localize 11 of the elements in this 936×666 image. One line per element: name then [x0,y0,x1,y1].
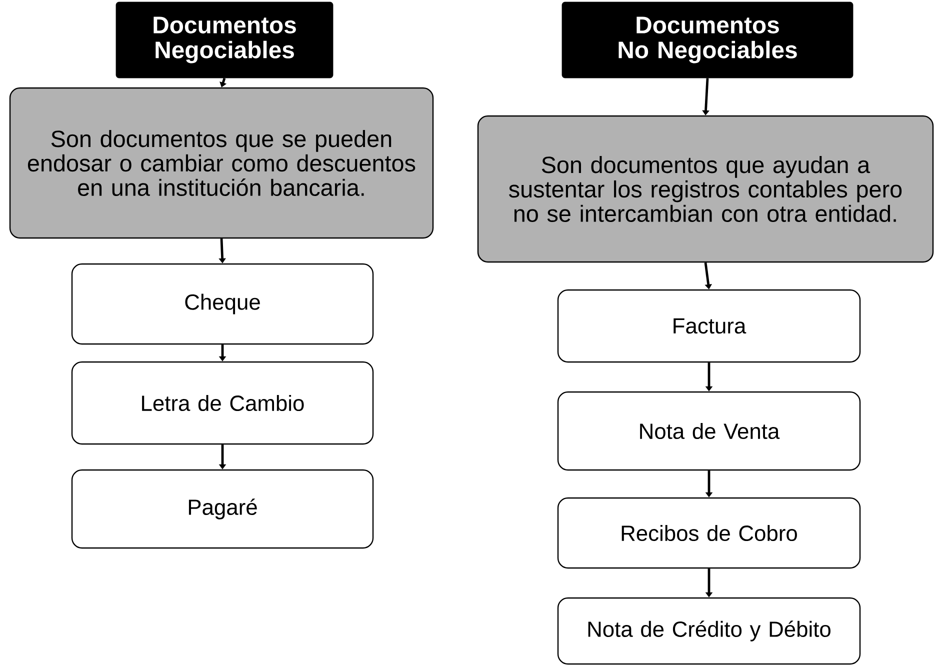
description-box: Son documentos que ayudan a sustentar los registros contables pero no se intercambian con otra entidad. [477,115,934,263]
title-box: Documentos No Negociables [562,2,854,78]
document-box: Letra de Cambio [71,361,374,445]
document-box: Factura [557,289,861,363]
document-box: Nota de Venta [557,391,861,471]
description-box: Son documentos que se pueden endosar o cambiar como descuentos en una institución bancaria. [9,87,434,239]
document-box: Cheque [71,263,374,345]
document-box: Pagaré [71,469,374,549]
document-box: Recibos de Cobro [557,497,861,569]
document-box: Nota de Crédito y Débito [557,597,861,665]
title-box: Documentos Negociables [116,2,334,78]
